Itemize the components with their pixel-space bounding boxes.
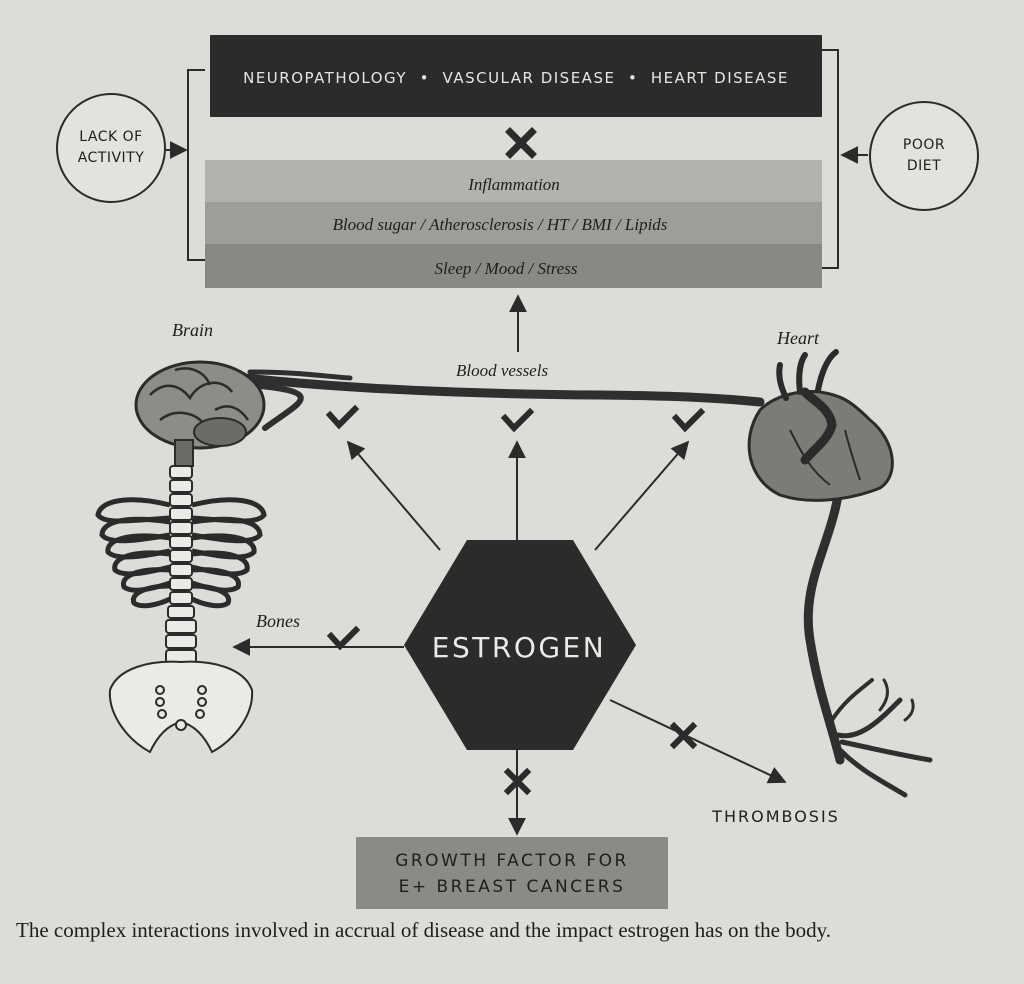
estrogen-label: ESTROGEN [432, 631, 606, 664]
poor-diet-label-2: DIET [907, 158, 941, 174]
spine [165, 465, 197, 664]
cross-icon [503, 767, 532, 796]
risk-layer-metabolic-label: Blood sugar / Atherosclerosis / HT / BMI… [333, 215, 668, 234]
diseases-box [210, 35, 822, 117]
brain-illustration [134, 360, 266, 467]
growth-factor-line-2: E+ BREAST CANCERS [399, 877, 626, 897]
estrogen-hexagon [404, 540, 636, 750]
ribs [95, 497, 267, 609]
poor-diet-label-1: POOR [903, 137, 945, 153]
check-icon [671, 407, 706, 433]
right-bracket [822, 49, 839, 269]
heart-label: Heart [776, 328, 820, 348]
arrow-to-thrombosis [609, 699, 787, 784]
check-icon [500, 407, 535, 433]
check-icon [326, 625, 361, 651]
estrogen-effect-arrows [232, 440, 787, 836]
diseases-text: NEUROPATHOLOGY • VASCULAR DISEASE • HEAR… [243, 69, 789, 87]
thrombosis-label: THROMBOSIS [711, 807, 840, 826]
arrow-to-vessels-left [346, 440, 441, 551]
lack-of-activity-circle [56, 93, 166, 203]
skeleton-illustration [95, 465, 267, 754]
heart-illustration [747, 349, 894, 502]
cross-marks [503, 721, 698, 796]
left-bracket [187, 69, 205, 261]
cross-mark-top [505, 127, 537, 159]
brain-label: Brain [172, 320, 213, 340]
risk-layer-lifestyle [205, 244, 822, 288]
growth-factor-line-1: GROWTH FACTOR FOR [395, 851, 629, 871]
lack-of-activity-label-1: LACK OF [79, 129, 142, 145]
check-icon [325, 404, 360, 430]
bones-label: Bones [256, 611, 300, 631]
risk-layer-inflammation-label: Inflammation [467, 175, 560, 194]
figure-caption: The complex interactions involved in acc… [16, 918, 832, 942]
check-marks [325, 404, 706, 651]
risk-layer-inflammation [205, 160, 822, 202]
lack-of-activity-label-2: ACTIVITY [78, 150, 145, 166]
risk-layer-metabolic [205, 202, 822, 244]
blood-vessel-illustration [240, 369, 933, 798]
pelvis [108, 660, 254, 754]
cross-icon [669, 721, 698, 750]
growth-factor-box [356, 837, 668, 909]
risk-layer-lifestyle-label: Sleep / Mood / Stress [435, 259, 578, 278]
blood-vessels-label: Blood vessels [456, 361, 548, 380]
arrow-to-vessels-right [594, 440, 690, 551]
poor-diet-circle [869, 101, 979, 211]
